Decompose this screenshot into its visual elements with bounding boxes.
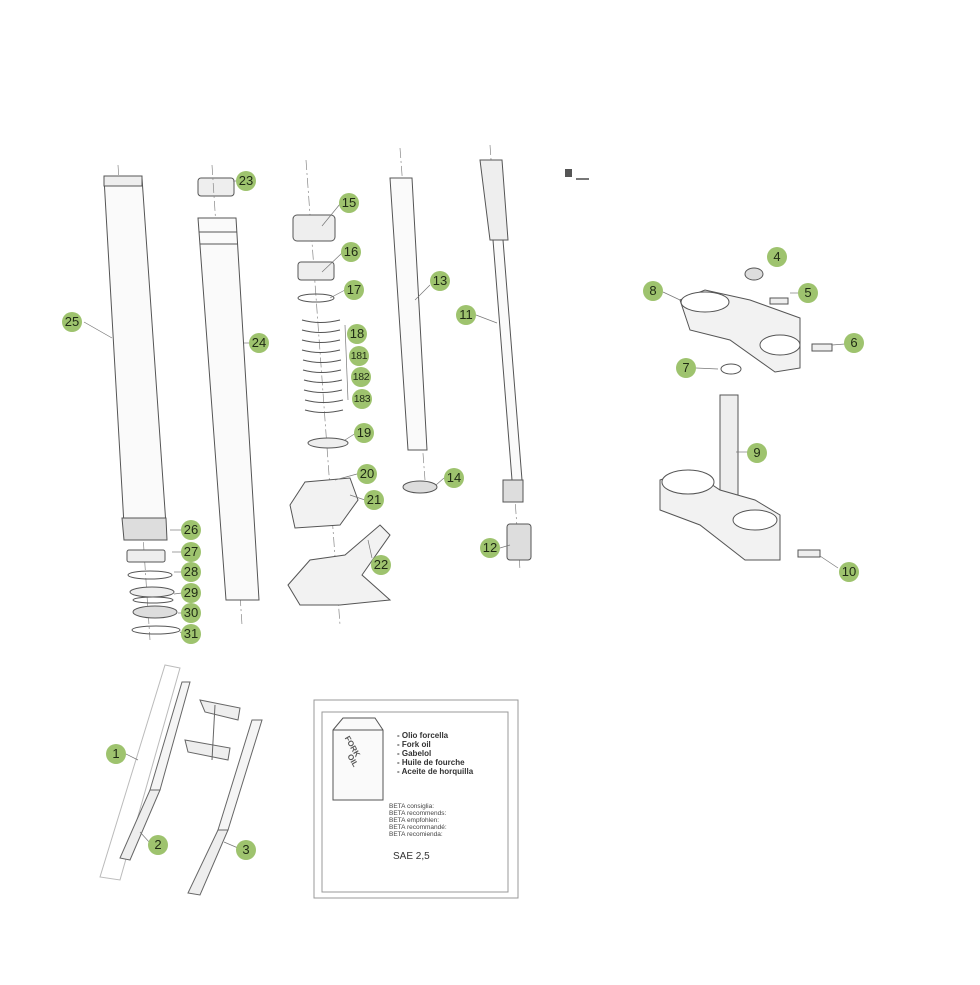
assembled-forks-view xyxy=(99,664,263,896)
callout-24: 24 xyxy=(249,333,269,353)
cartridge-parts xyxy=(287,159,392,626)
callout-7: 7 xyxy=(676,358,696,378)
callout-8: 8 xyxy=(643,281,663,301)
callout-26: 26 xyxy=(181,520,201,540)
callout-29: 29 xyxy=(181,583,201,603)
callout-19: 19 xyxy=(354,423,374,443)
callout-4: 4 xyxy=(767,247,787,267)
callout-17: 17 xyxy=(344,280,364,300)
recommend-fr: BETA recommandé: xyxy=(389,824,447,831)
callout-21: 21 xyxy=(364,490,384,510)
callout-10: 10 xyxy=(839,562,859,582)
callout-6: 6 xyxy=(844,333,864,353)
callout-15: 15 xyxy=(339,193,359,213)
top-bushing-part xyxy=(197,177,235,197)
callout-11: 11 xyxy=(456,305,476,325)
callout-23: 23 xyxy=(236,171,256,191)
recommend-es: BETA recomienda: xyxy=(389,831,443,838)
callout-181: 181 xyxy=(349,346,369,366)
outer-tube-part xyxy=(103,164,168,641)
callout-1: 1 xyxy=(106,744,126,764)
recommend-en: BETA recommends: xyxy=(389,810,447,817)
parts-icon xyxy=(576,168,589,180)
callout-25: 25 xyxy=(62,312,82,332)
callout-22: 22 xyxy=(371,555,391,575)
callout-27: 27 xyxy=(181,542,201,562)
callout-16: 16 xyxy=(341,242,361,262)
inner-tube-part xyxy=(197,164,260,626)
callout-2: 2 xyxy=(148,835,168,855)
callout-28: 28 xyxy=(181,562,201,582)
oil-name-it: - Olio forcella xyxy=(397,731,449,740)
oil-name-es: - Aceite de horquilla xyxy=(397,767,474,776)
damper-tube-part xyxy=(389,147,438,494)
wrench-icon xyxy=(565,169,572,177)
callout-183: 183 xyxy=(352,389,372,409)
oil-name-fr: - Huile de fourche xyxy=(397,758,465,767)
callout-3: 3 xyxy=(236,840,256,860)
oil-spec: SAE 2,5 xyxy=(393,851,430,862)
fork-oil-box xyxy=(313,699,519,899)
callout-12: 12 xyxy=(480,538,500,558)
callout-182: 182 xyxy=(351,367,371,387)
oil-name-en: - Fork oil xyxy=(397,740,431,749)
callout-9: 9 xyxy=(747,443,767,463)
damper-rod-part xyxy=(479,144,532,571)
callout-31: 31 xyxy=(181,624,201,644)
seal-ring-parts xyxy=(126,549,181,635)
callout-20: 20 xyxy=(357,464,377,484)
upper-triple-clamp-part xyxy=(679,267,833,375)
callout-18: 18 xyxy=(347,324,367,344)
callout-13: 13 xyxy=(430,271,450,291)
recommend-it: BETA consiglia: xyxy=(389,803,435,810)
recommend-de: BETA empfohlen: xyxy=(389,817,440,824)
callout-14: 14 xyxy=(444,468,464,488)
oil-name-de: - Gabelol xyxy=(397,749,432,758)
lower-triple-clamp-part xyxy=(659,394,821,561)
callout-30: 30 xyxy=(181,603,201,623)
callout-5: 5 xyxy=(798,283,818,303)
